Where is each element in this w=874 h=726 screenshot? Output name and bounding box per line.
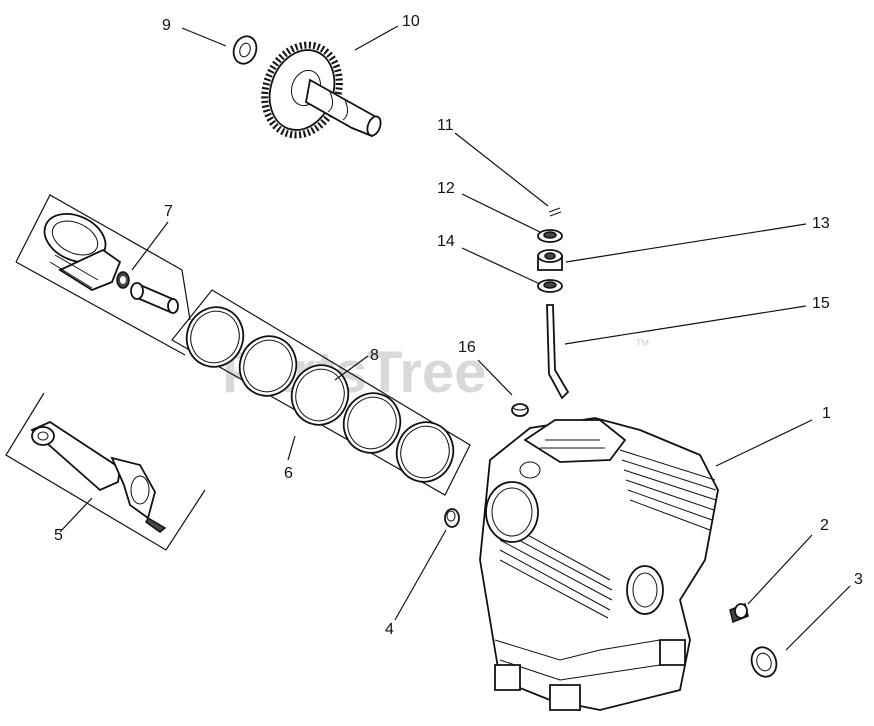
washer-part-9[interactable]	[230, 33, 260, 67]
callout-7: 7	[164, 203, 173, 220]
callout-3: 3	[854, 571, 863, 588]
leader-lines	[59, 25, 851, 651]
callout-1: 1	[822, 405, 831, 422]
piston-rings-group[interactable]	[171, 289, 471, 496]
callout-12: 12	[437, 180, 455, 197]
watermark-trademark: TM	[636, 338, 649, 348]
callout-16: 16	[458, 339, 476, 356]
piston-group[interactable]	[15, 194, 191, 356]
governor-stack[interactable]	[537, 207, 570, 400]
crankcase-part-1[interactable]	[479, 417, 719, 711]
seal-part-3[interactable]	[748, 644, 781, 680]
callout-6: 6	[284, 465, 293, 482]
callout-10: 10	[402, 13, 420, 30]
callout-2: 2	[820, 517, 829, 534]
callout-4: 4	[385, 621, 394, 638]
callout-11: 11	[437, 117, 454, 134]
callout-9: 9	[162, 17, 171, 34]
dowel-part-4[interactable]	[444, 508, 460, 528]
connecting-rod-group[interactable]	[5, 392, 206, 551]
plug-part-16[interactable]	[511, 403, 529, 417]
fitting-part-2[interactable]	[729, 602, 749, 624]
callout-13: 13	[812, 215, 830, 232]
callout-5: 5	[54, 527, 63, 544]
callout-15: 15	[812, 295, 830, 312]
camshaft-part-10[interactable]	[252, 34, 383, 145]
callout-8: 8	[370, 347, 379, 364]
callout-14: 14	[437, 233, 455, 250]
callout-labels: 9 10 11 12 13 14 15 16 7 8 6 5 4 1 2 3	[54, 13, 863, 638]
